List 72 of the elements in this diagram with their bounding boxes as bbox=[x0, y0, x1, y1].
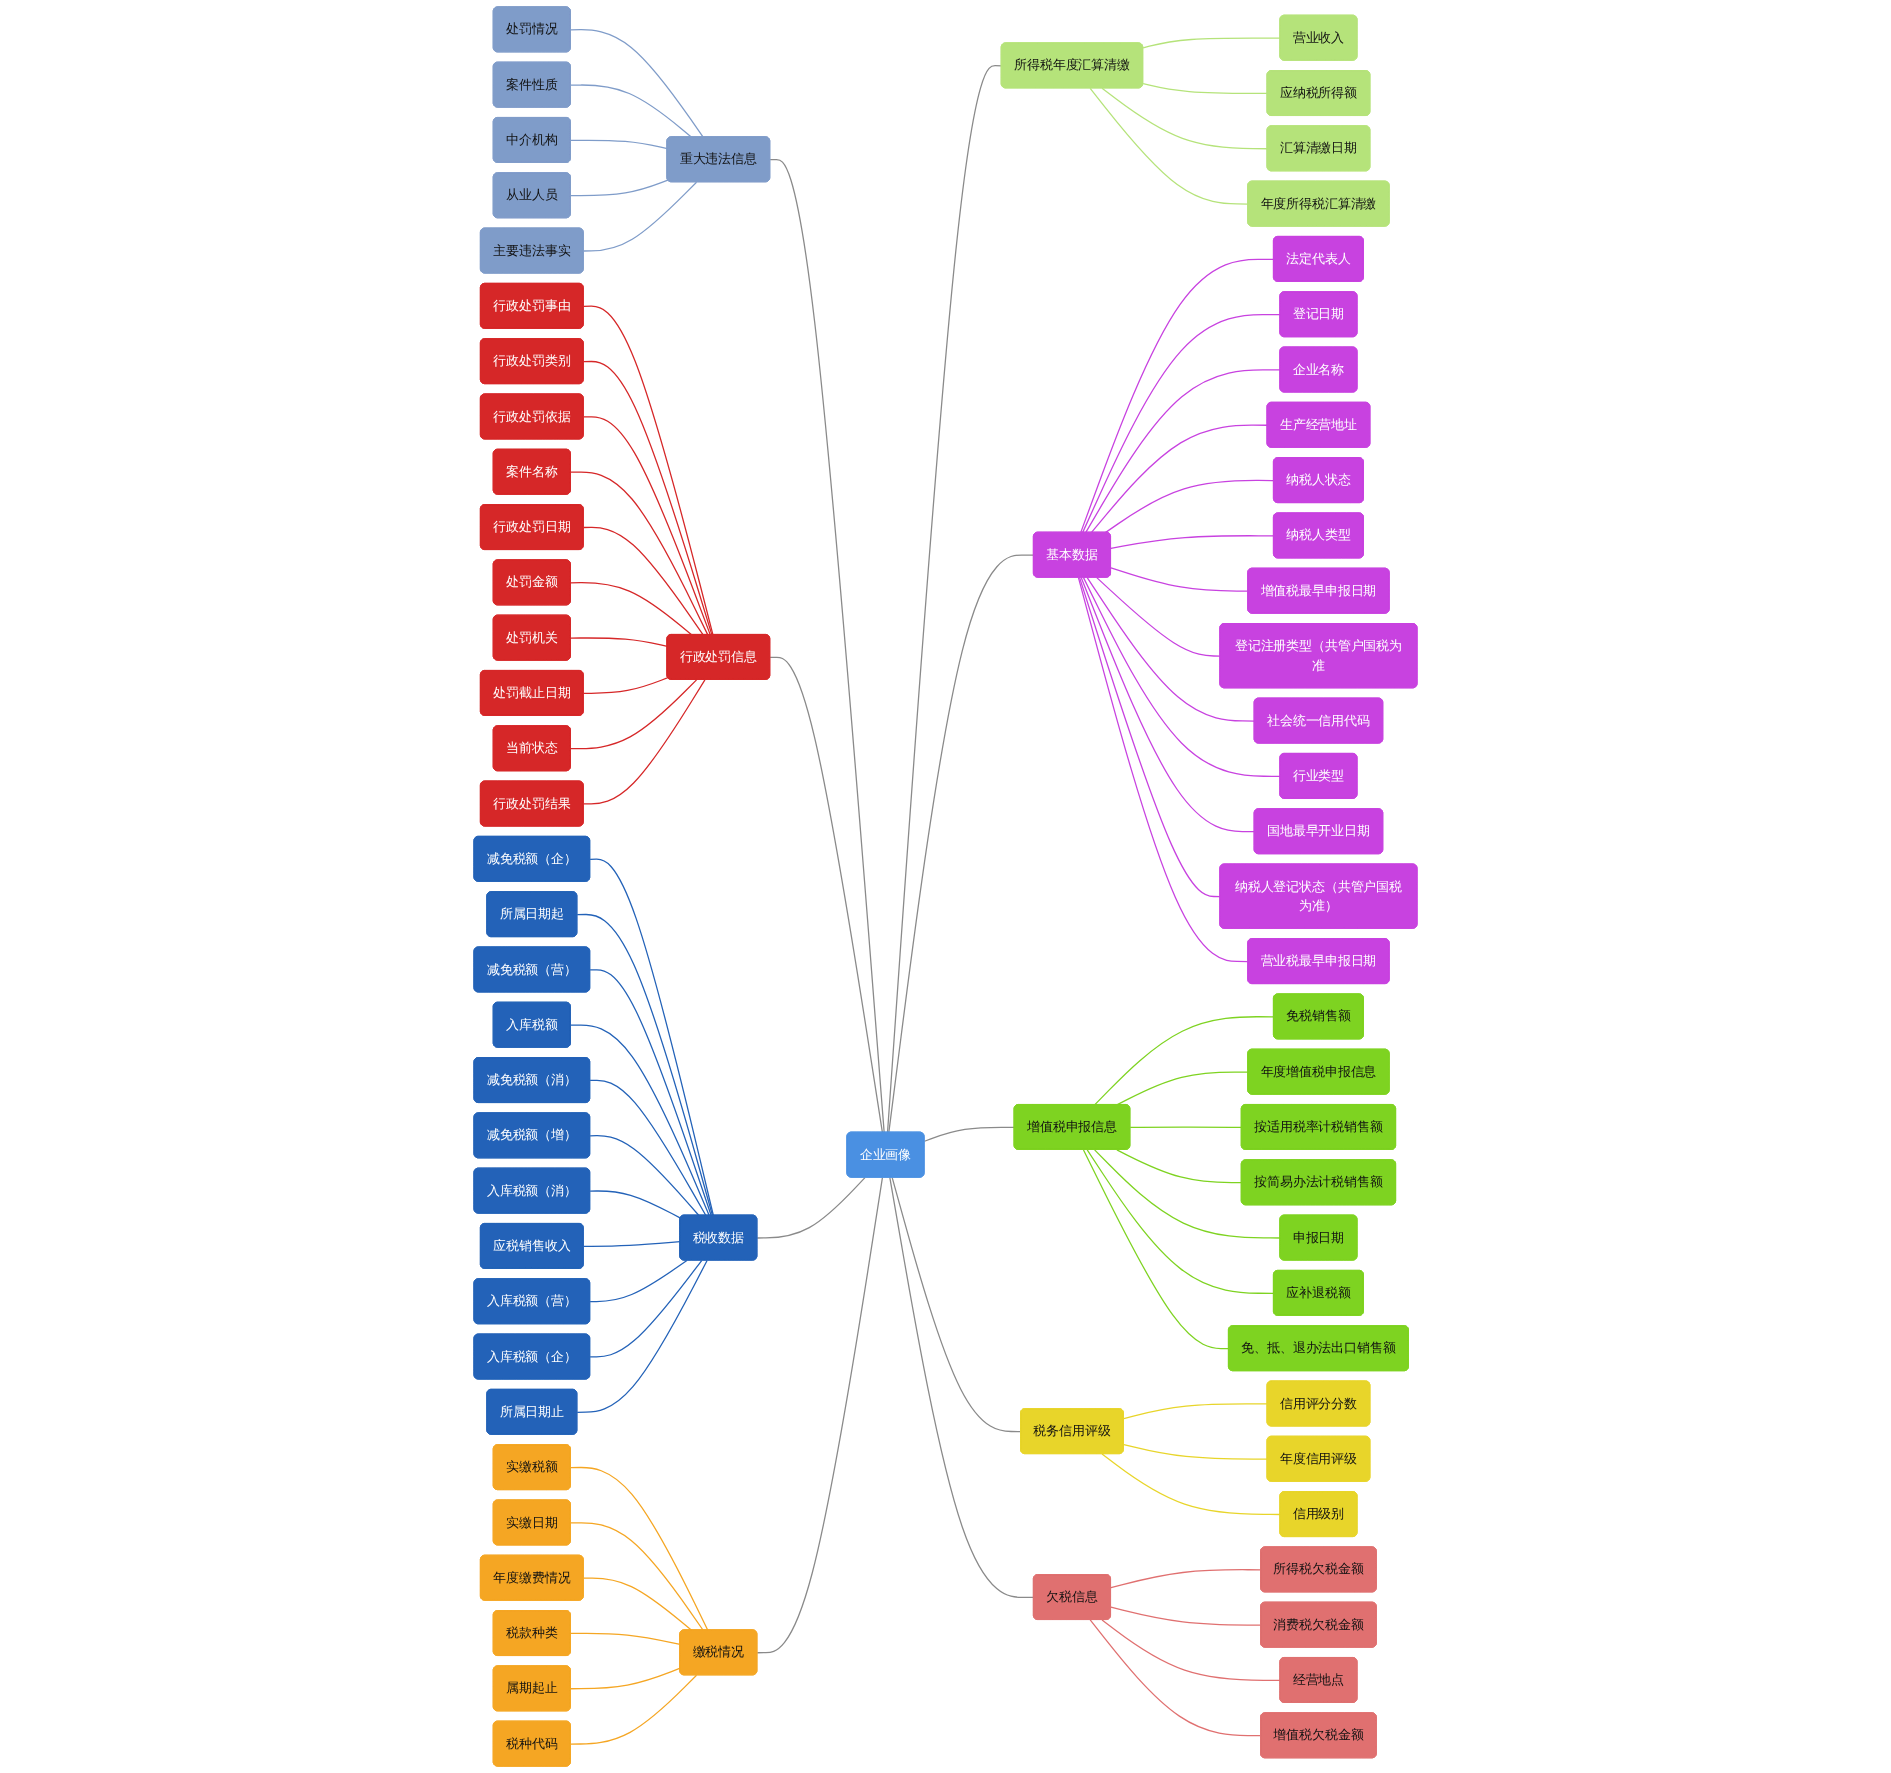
connector bbox=[570, 1632, 681, 1646]
connector bbox=[576, 1259, 708, 1413]
connector bbox=[589, 1079, 707, 1217]
connector bbox=[1096, 577, 1221, 657]
connector bbox=[891, 1176, 1022, 1433]
connector bbox=[1110, 1606, 1262, 1626]
connector bbox=[1082, 1149, 1230, 1350]
connector bbox=[1142, 83, 1269, 95]
connector bbox=[1086, 577, 1256, 722]
connector bbox=[583, 677, 669, 695]
connector bbox=[769, 158, 885, 1134]
connector bbox=[570, 1466, 709, 1631]
connector bbox=[1142, 37, 1281, 49]
connector bbox=[570, 1522, 704, 1631]
connector bbox=[1110, 535, 1275, 549]
connector bbox=[1110, 1569, 1262, 1589]
connector bbox=[923, 1126, 1016, 1142]
connector bbox=[1078, 577, 1221, 898]
connector bbox=[1101, 1619, 1281, 1682]
connector bbox=[1080, 258, 1275, 534]
connector bbox=[1110, 567, 1249, 592]
connector bbox=[1080, 577, 1256, 833]
connector bbox=[1094, 1016, 1275, 1106]
connector bbox=[570, 1024, 710, 1217]
connector bbox=[583, 1240, 681, 1247]
connector bbox=[576, 913, 714, 1217]
connector bbox=[570, 139, 668, 150]
connector bbox=[583, 305, 714, 636]
connector bbox=[756, 1176, 866, 1239]
connector bbox=[570, 179, 669, 197]
connector bbox=[1090, 424, 1269, 534]
connector bbox=[1123, 1443, 1269, 1460]
connector bbox=[583, 526, 704, 636]
connector bbox=[1123, 1403, 1269, 1420]
connector bbox=[1085, 369, 1281, 534]
connector bbox=[570, 1674, 698, 1745]
connector bbox=[570, 679, 698, 750]
connector bbox=[1082, 577, 1281, 777]
connector bbox=[888, 554, 1035, 1134]
connector bbox=[583, 181, 698, 252]
connector bbox=[1089, 87, 1249, 205]
connector bbox=[886, 65, 1003, 1134]
connector bbox=[1116, 1149, 1243, 1184]
connector bbox=[1129, 1126, 1243, 1129]
connector bbox=[756, 1176, 884, 1654]
connector bbox=[1089, 1619, 1262, 1737]
connector bbox=[769, 656, 884, 1134]
connector bbox=[1094, 1149, 1281, 1239]
connector bbox=[589, 1259, 688, 1303]
connector bbox=[570, 637, 668, 647]
connector bbox=[1086, 1149, 1275, 1294]
connector bbox=[589, 1259, 703, 1358]
connector bbox=[570, 582, 693, 636]
connector bbox=[570, 1667, 681, 1690]
connector bbox=[1077, 577, 1249, 963]
connector bbox=[1116, 1071, 1249, 1106]
connector bbox=[1104, 479, 1275, 534]
connector bbox=[570, 84, 693, 138]
connector bbox=[570, 471, 709, 636]
connector bbox=[1081, 313, 1281, 534]
connector bbox=[589, 1190, 682, 1219]
connector bbox=[1101, 87, 1269, 150]
connector bbox=[583, 416, 711, 636]
connector bbox=[583, 1577, 693, 1631]
connector bbox=[1101, 1453, 1281, 1516]
connector bbox=[889, 1176, 1035, 1599]
connector bbox=[583, 679, 706, 805]
connector bbox=[589, 969, 712, 1217]
connector bbox=[570, 29, 704, 138]
connector bbox=[589, 1135, 700, 1217]
connector bbox=[583, 360, 713, 636]
connector bbox=[589, 858, 715, 1217]
